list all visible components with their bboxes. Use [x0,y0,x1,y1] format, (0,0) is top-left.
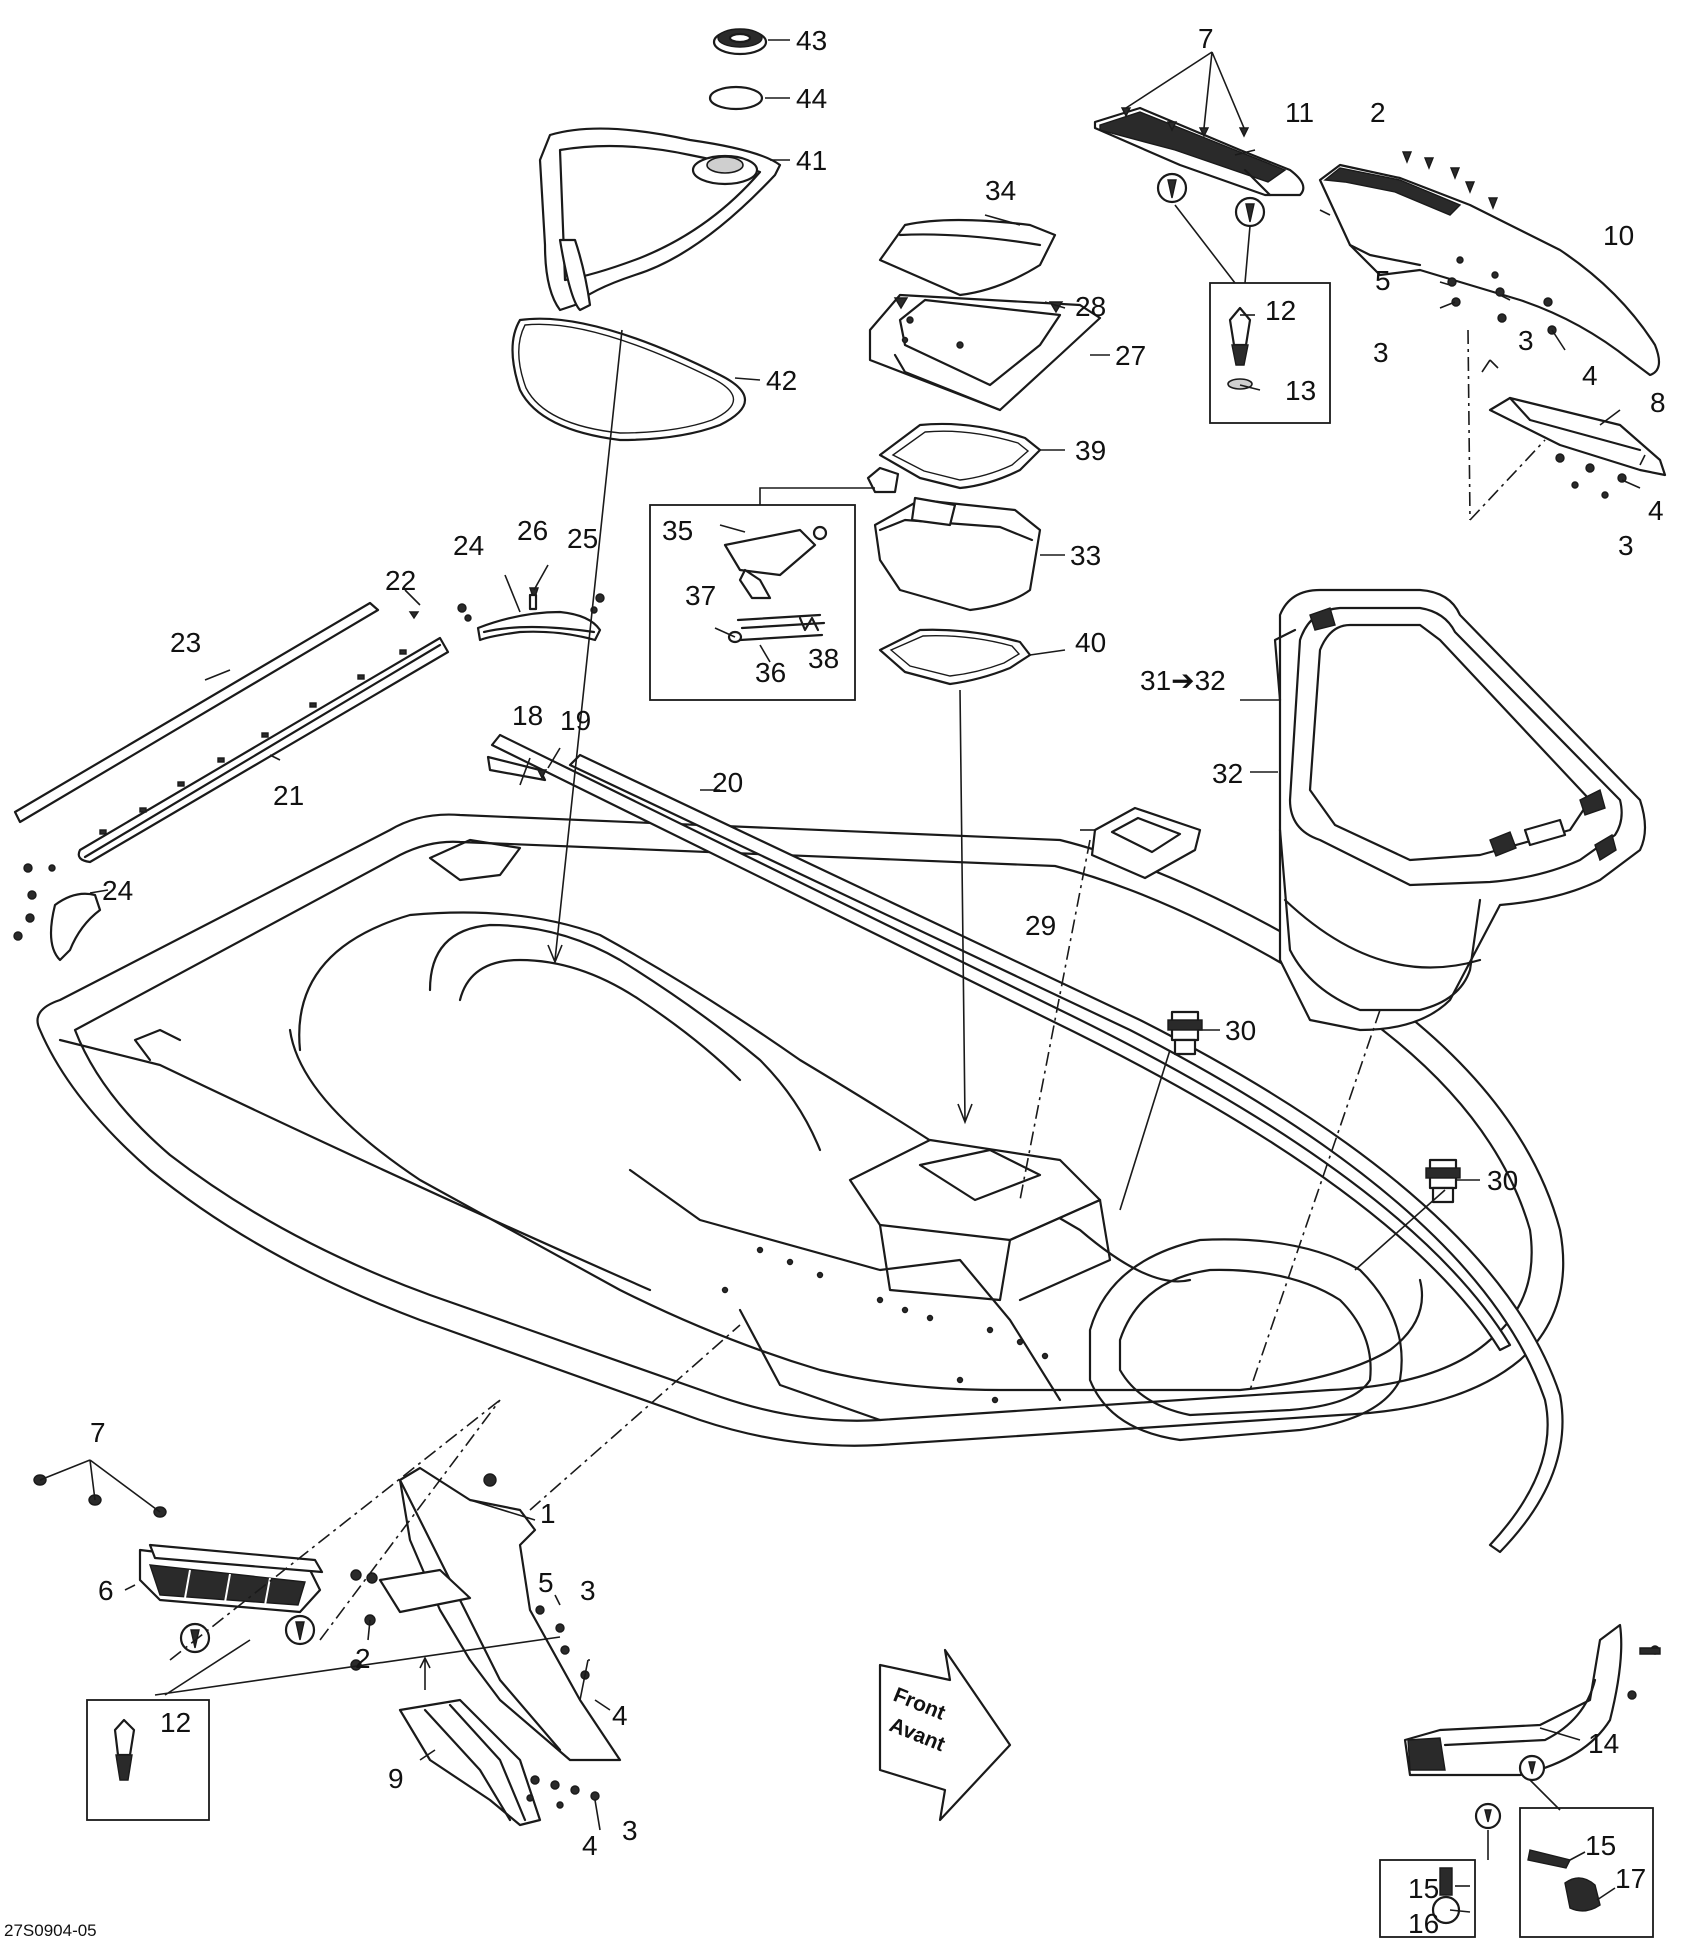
callout-31-32: 31➔32 [1140,665,1226,696]
callout-7-top: 7 [1198,23,1214,54]
callout-18: 18 [512,700,543,731]
callout-30-lower: 30 [1487,1165,1518,1196]
glove-box [511,28,782,442]
storage-compartment [866,218,1102,686]
callout-35: 35 [662,515,693,546]
callout-6: 6 [98,1575,114,1606]
callout-25: 25 [567,523,598,554]
callout-40: 40 [1075,627,1106,658]
callout-39: 39 [1075,435,1106,466]
front-bumper [878,1623,1661,1830]
callout-10: 10 [1603,220,1634,251]
callout-7-bottom: 7 [90,1417,106,1448]
callout-36: 36 [755,657,786,688]
callout-15-left: 15 [1408,1873,1439,1904]
callout-29: 29 [1025,910,1056,941]
front-direction-arrow [878,1648,1012,1822]
drawing-code: 27S0904-05 [4,1921,97,1940]
callout-9: 9 [388,1763,404,1794]
callout-38: 38 [808,643,839,674]
callout-14: 14 [1588,1728,1619,1759]
callout-20: 20 [712,767,743,798]
guide-lines [547,329,1446,1391]
callout-labels: 43 44 41 42 34 28 27 39 35 33 37 36 38 4… [4,23,1666,1940]
callout-37: 37 [685,580,716,611]
callout-3-top-left: 3 [1373,337,1389,368]
callout-44: 44 [796,83,827,114]
callout-26: 26 [517,515,548,546]
callout-16: 16 [1408,1908,1439,1939]
callout-21: 21 [273,780,304,811]
callout-13: 13 [1285,375,1316,406]
deck-body [36,813,1565,1447]
callout-32: 32 [1212,758,1243,789]
lower-left-panels [33,1324,741,1827]
callout-4-bottom-upper: 4 [612,1700,628,1731]
rail-trim-strips [13,587,605,962]
callout-22: 22 [385,565,416,596]
callout-33: 33 [1070,540,1101,571]
callout-4-right: 4 [1648,495,1664,526]
callout-3-bottom-lower: 3 [622,1815,638,1846]
callout-3-bottom-upper: 3 [580,1575,596,1606]
callout-27: 27 [1115,340,1146,371]
callout-23: 23 [170,627,201,658]
callout-41: 41 [796,145,827,176]
callout-3-top-mid: 3 [1518,325,1534,356]
rear-storage-bin [1273,588,1647,1032]
callout-3-right: 3 [1618,530,1634,561]
callout-8: 8 [1650,387,1666,418]
callout-1: 1 [540,1498,556,1529]
callout-34: 34 [985,175,1016,206]
fastener-inset-bottom-right [1379,1807,1654,1938]
drain-plugs-and-plate [1090,806,1461,1204]
callout-24-top: 24 [453,530,484,561]
fastener-inset-bottom-left [86,1699,210,1821]
callout-30-upper: 30 [1225,1015,1256,1046]
callout-leaders [39,39,1646,1913]
callout-11: 11 [1285,97,1314,128]
callout-5-top: 5 [1375,265,1391,296]
callout-2-bottom: 2 [355,1643,371,1674]
footrest-mat-assembly [1093,106,1667,521]
callout-4-bottom-lower: 4 [582,1830,598,1861]
callout-17: 17 [1615,1863,1646,1894]
callout-2-top: 2 [1370,97,1386,128]
callout-43: 43 [796,25,827,56]
callout-19: 19 [560,705,591,736]
callout-4-top: 4 [1582,360,1598,391]
callout-42: 42 [766,365,797,396]
latch-detail-inset [649,487,875,701]
callout-5-bottom: 5 [538,1567,554,1598]
callout-24-left: 24 [102,875,133,906]
callout-12-bottom: 12 [160,1707,191,1738]
callout-15-right: 15 [1585,1830,1616,1861]
callout-28: 28 [1075,291,1106,322]
callout-12-top: 12 [1265,295,1296,326]
